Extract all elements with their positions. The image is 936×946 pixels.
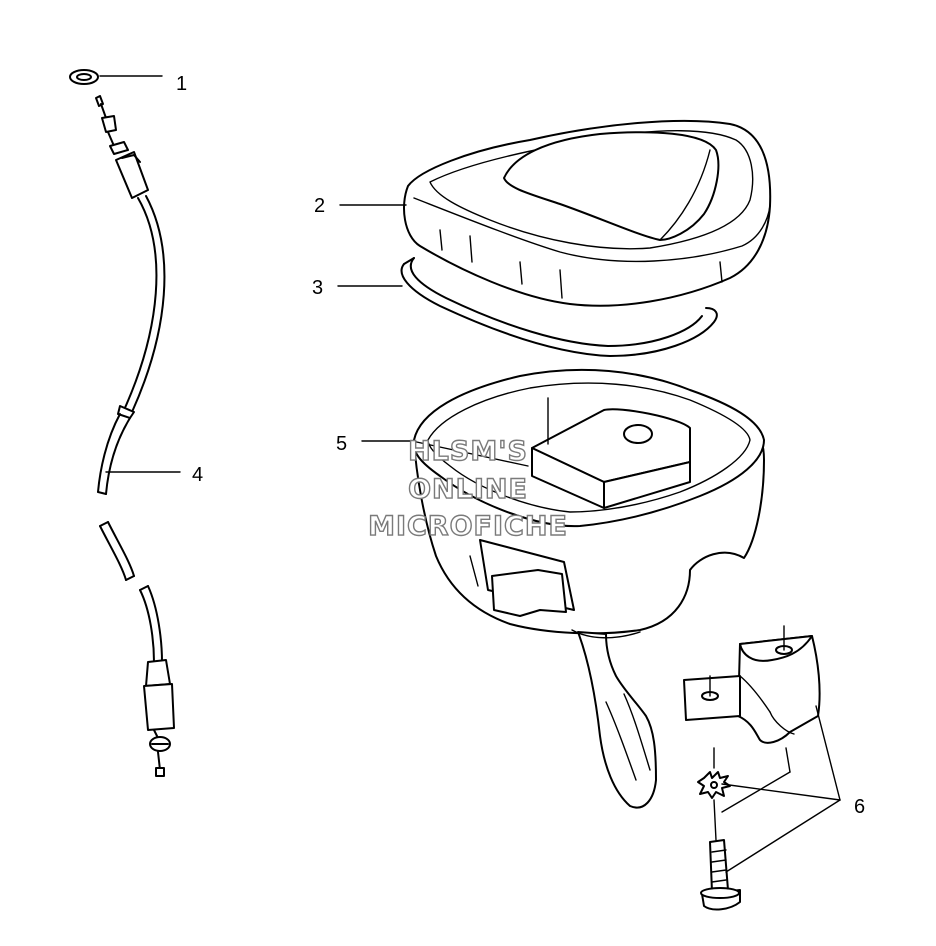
part-4-cable <box>95 95 175 777</box>
callout-labels: 1 2 3 4 5 6 <box>176 73 865 818</box>
callout-2: 2 <box>314 195 325 217</box>
part-5-housing <box>412 368 765 809</box>
callout-1: 1 <box>176 73 187 95</box>
part-1-o-ring <box>69 69 99 85</box>
callout-5: 5 <box>336 433 347 455</box>
part-3-gasket <box>400 257 718 357</box>
watermark-line-1: HLSM'S <box>408 436 528 467</box>
part-6-clamp-set <box>683 625 821 911</box>
watermark: HLSM'S ONLINE MICROFICHE <box>367 435 568 542</box>
callout-3: 3 <box>312 277 323 299</box>
watermark-line-2: ONLINE <box>408 474 528 505</box>
part-2-cover <box>403 119 772 307</box>
leader-lines <box>99 75 841 873</box>
callout-4: 4 <box>192 464 203 486</box>
callout-6: 6 <box>854 796 865 818</box>
watermark-line-3: MICROFICHE <box>368 511 568 542</box>
